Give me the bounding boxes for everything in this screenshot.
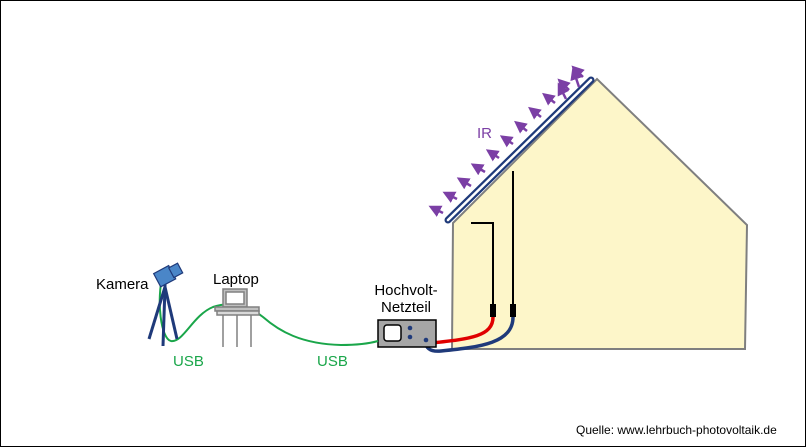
source-credit: Quelle: www.lehrbuch-photovoltaik.de	[576, 423, 777, 437]
camera-icon	[152, 262, 184, 288]
ir-label: IR	[477, 125, 492, 142]
red-cable	[430, 316, 495, 345]
solar-panel	[444, 76, 595, 224]
camera-tripod	[147, 281, 179, 347]
panel-wires	[471, 171, 514, 311]
connector-right	[510, 304, 516, 317]
laptop-label: Laptop	[213, 271, 259, 288]
house	[450, 77, 749, 350]
usb-label-right: USB	[317, 353, 348, 370]
connector-left	[490, 304, 496, 317]
usb-label-left: USB	[173, 353, 204, 370]
psu-label-line1: Hochvolt-	[374, 282, 437, 299]
psu-label-line2: Netzteil	[381, 299, 431, 316]
ir-arrows	[428, 65, 585, 217]
power-supply	[377, 319, 437, 348]
usb-cable	[158, 272, 379, 347]
laptop-table	[214, 288, 260, 347]
camera-label: Kamera	[96, 276, 149, 293]
